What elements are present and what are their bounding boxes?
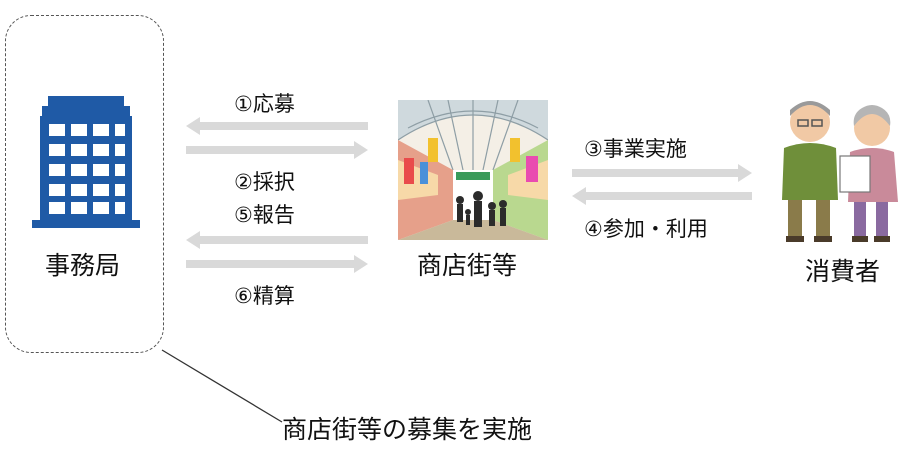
flow-label-report: ⑤報告	[234, 203, 295, 227]
arrow-implement	[572, 164, 752, 182]
office-group-box	[5, 15, 164, 353]
consumers-icon	[762, 92, 914, 242]
office-building-icon	[32, 90, 140, 230]
office-label: 事務局	[45, 251, 121, 280]
arrow-apply	[186, 117, 368, 135]
consumers-label: 消費者	[805, 257, 881, 286]
flow-label-select: ②採択	[234, 170, 295, 194]
flow-label-settle: ⑥精算	[234, 284, 295, 308]
flow-label-participate: ④参加・利用	[584, 217, 708, 241]
arrow-settle	[186, 255, 368, 273]
arrow-report	[186, 231, 368, 249]
flow-label-apply: ①応募	[234, 92, 295, 116]
arrow-participate	[572, 187, 752, 205]
arrow-select	[186, 141, 368, 159]
shopping-arcade-icon	[398, 100, 548, 240]
callout-text: 商店街等の募集を実施	[282, 415, 533, 444]
flow-label-implement: ③事業実施	[584, 137, 687, 161]
shopping-street-label: 商店街等	[417, 251, 518, 280]
